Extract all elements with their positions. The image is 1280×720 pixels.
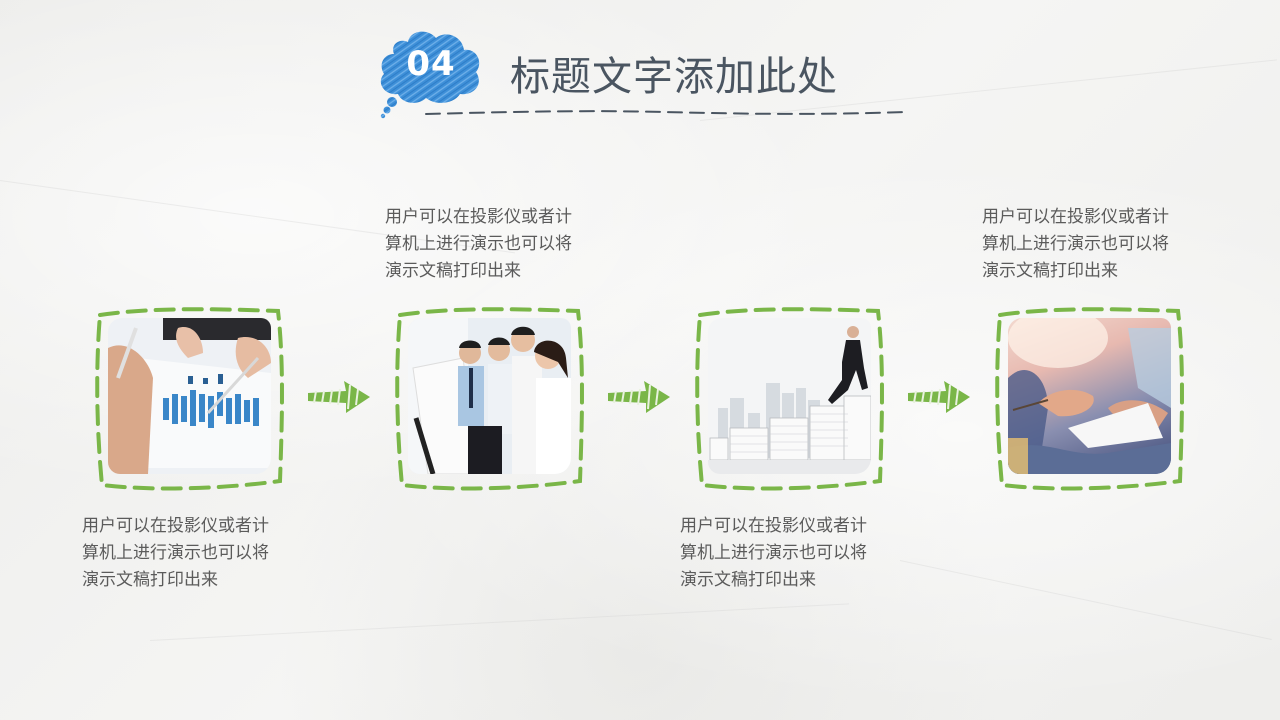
step-2-description: 用户可以在投影仪或者计 算机上进行演示也可以将 演示文稿打印出来 xyxy=(385,204,600,285)
text-line: 演示文稿打印出来 xyxy=(680,570,816,590)
handshake-documents-photo xyxy=(1008,318,1171,474)
text-line: 用户可以在投影仪或者计 xyxy=(82,516,269,536)
slide-header: 04 标题文字添加此处 xyxy=(372,22,912,122)
paper-texture xyxy=(149,603,850,641)
team-presentation-photo xyxy=(408,318,571,474)
text-line: 算机上进行演示也可以将 xyxy=(680,543,867,563)
text-line: 用户可以在投影仪或者计 xyxy=(385,207,572,227)
text-line: 算机上进行演示也可以将 xyxy=(982,234,1169,254)
dashed-frame-border xyxy=(995,307,1184,491)
arrow-right-icon xyxy=(908,381,970,413)
page-title: 标题文字添加此处 xyxy=(510,54,838,100)
step-3-description: 用户可以在投影仪或者计 算机上进行演示也可以将 演示文稿打印出来 xyxy=(680,513,895,594)
step-3-image-frame xyxy=(692,303,888,493)
business-chart-analysis-photo xyxy=(108,318,271,474)
arrow-right-icon xyxy=(608,381,670,413)
step-2-image-frame xyxy=(392,303,588,493)
dashed-frame-border xyxy=(95,307,284,491)
text-line: 用户可以在投影仪或者计 xyxy=(680,516,867,536)
arrow-right-icon xyxy=(308,381,370,413)
man-climbing-book-stairs-photo xyxy=(708,318,871,474)
text-line: 用户可以在投影仪或者计 xyxy=(982,207,1169,227)
thought-cloud-icon xyxy=(380,31,480,119)
step-1-description: 用户可以在投影仪或者计 算机上进行演示也可以将 演示文稿打印出来 xyxy=(82,513,297,594)
section-badge: 04 xyxy=(376,24,482,119)
section-number: 04 xyxy=(406,44,456,84)
step-1-image-frame xyxy=(92,303,288,493)
text-line: 算机上进行演示也可以将 xyxy=(385,234,572,254)
step-4-image-frame xyxy=(992,303,1188,493)
dashed-frame-border xyxy=(695,307,884,491)
text-line: 演示文稿打印出来 xyxy=(82,570,218,590)
dashed-underline xyxy=(425,110,905,115)
text-line: 演示文稿打印出来 xyxy=(385,261,521,281)
text-line: 演示文稿打印出来 xyxy=(982,261,1118,281)
step-4-description: 用户可以在投影仪或者计 算机上进行演示也可以将 演示文稿打印出来 xyxy=(982,204,1197,285)
paper-texture xyxy=(899,560,1272,640)
dashed-frame-border xyxy=(395,307,584,491)
text-line: 算机上进行演示也可以将 xyxy=(82,543,269,563)
